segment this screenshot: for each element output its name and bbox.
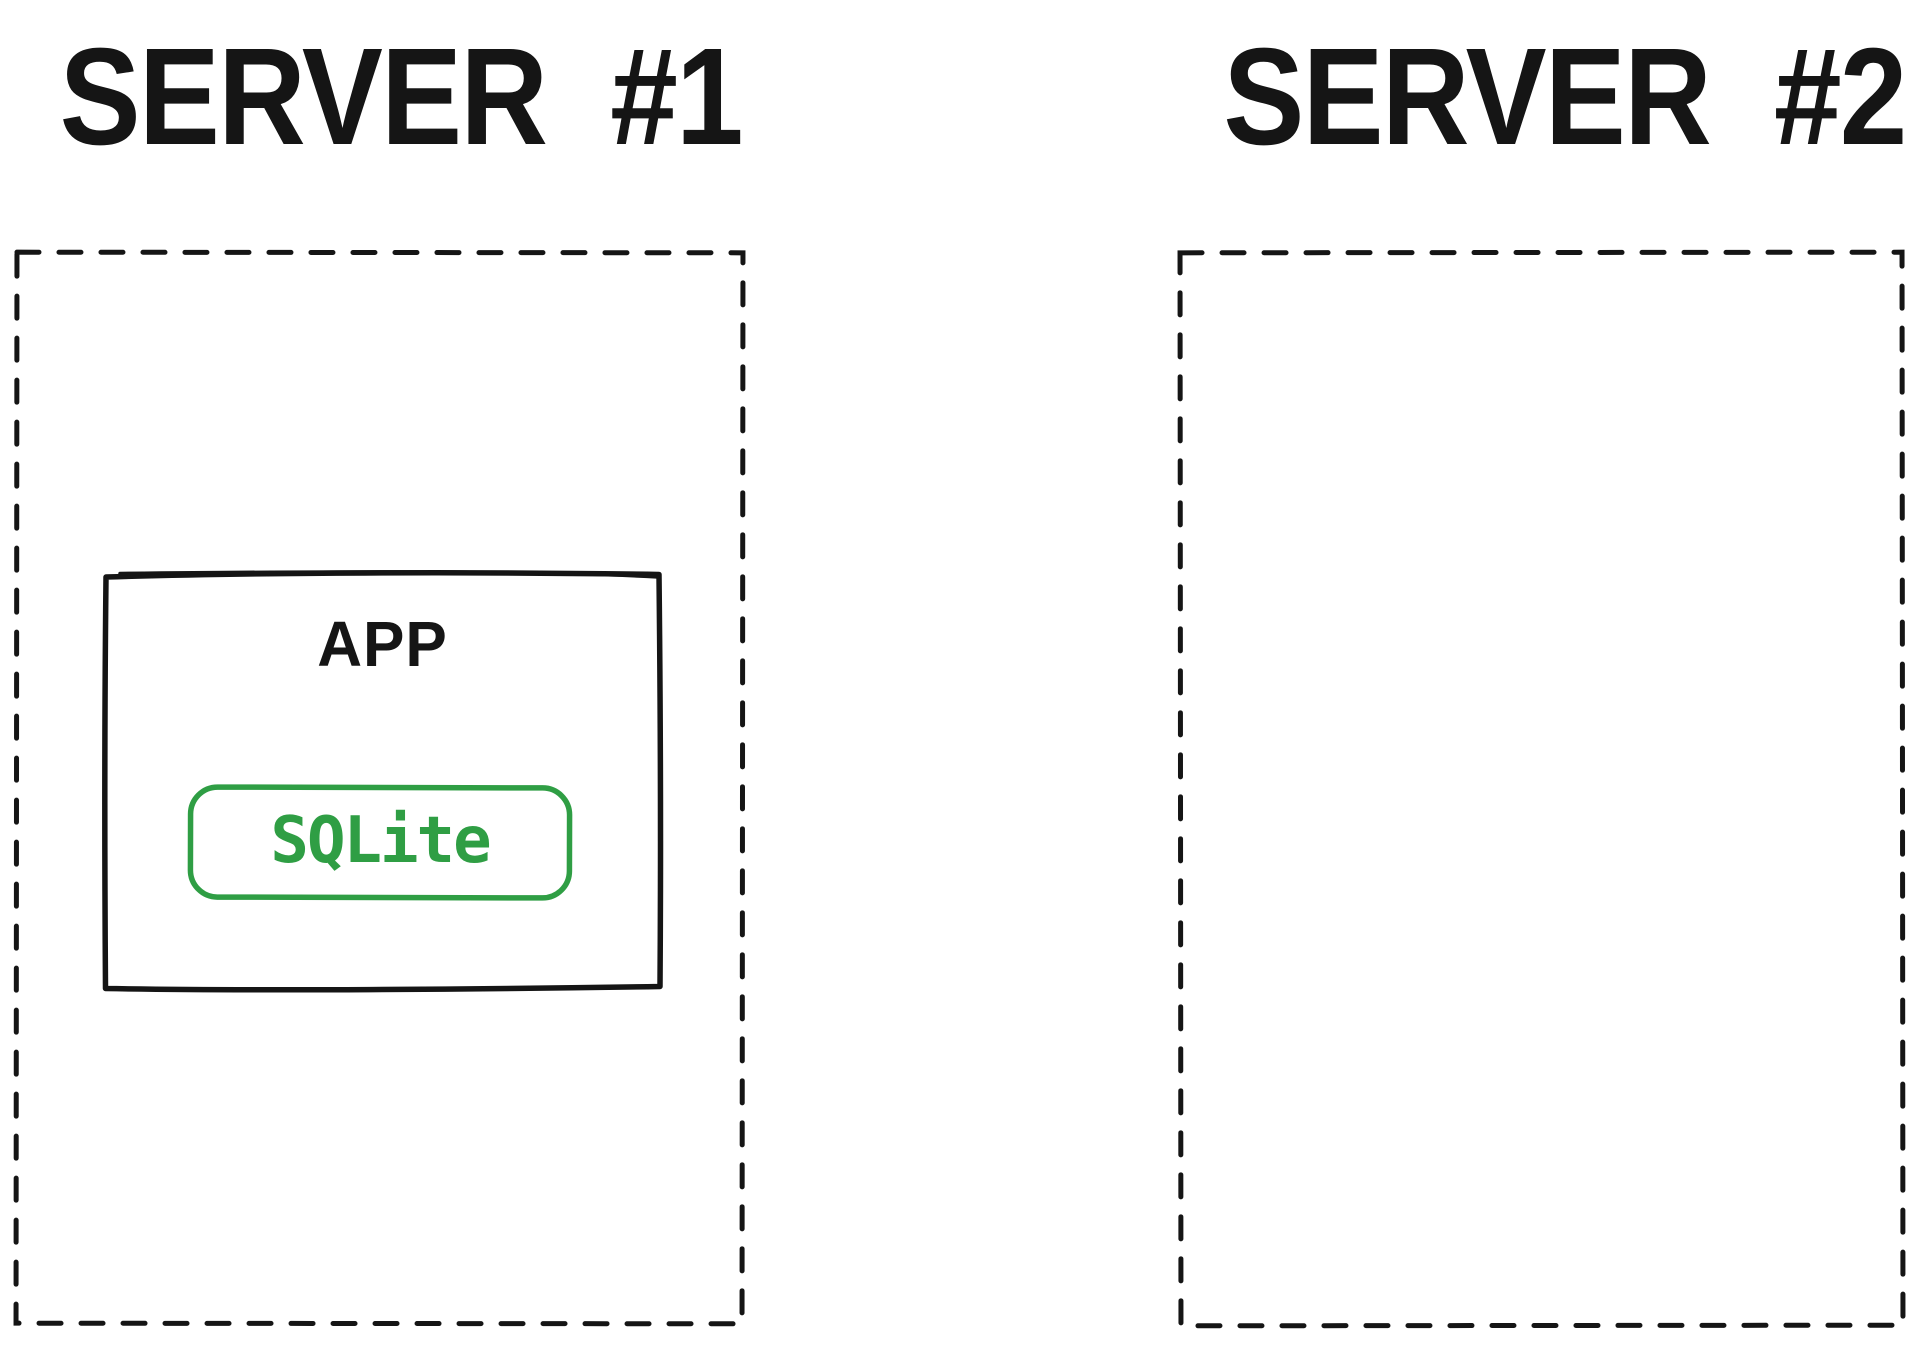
sqlite-label: SQLite [270, 803, 491, 878]
server-2-title: SERVER #2 [1223, 20, 1907, 174]
app-label: APP [317, 608, 448, 680]
sqlite-badge: SQLite [188, 785, 572, 900]
app-box-overdraw-stroke [118, 570, 660, 579]
server-1-boundary-box [13, 249, 746, 1327]
server-1-title: SERVER #1 [59, 20, 744, 174]
server-2-boundary-box [1177, 249, 1906, 1329]
sqlite-box-border [187, 784, 573, 901]
